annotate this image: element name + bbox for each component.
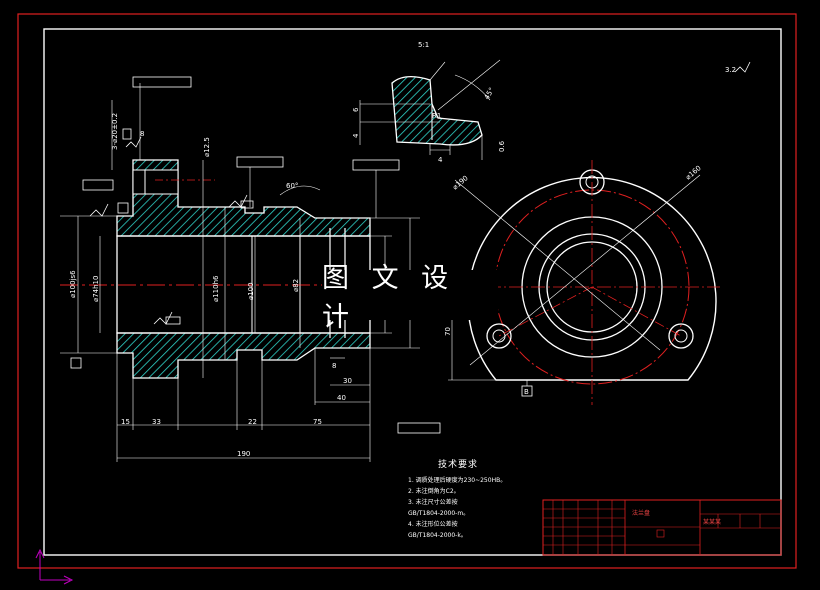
tech-requirement-item: 4. 未注形位公差按 [408, 521, 458, 528]
dim-12-5: ⌀12.5 [203, 137, 211, 157]
dim-100js6: ⌀100js6 [69, 270, 77, 298]
roughness-symbol [125, 136, 142, 148]
datum-box [70, 357, 82, 369]
dim-74: ⌀74h10 [92, 276, 100, 302]
dim-190: 190 [237, 450, 250, 458]
tolerance-frame [352, 159, 400, 171]
dim-0-6: 0.6 [498, 140, 506, 152]
roughness-symbol [153, 311, 173, 325]
dim-40: 40 [337, 394, 346, 402]
dim-30: 30 [343, 377, 352, 385]
flange-hole [132, 169, 179, 195]
tolerance-frame [82, 179, 114, 191]
tech-requirement-item: GB/T1804-2000-m。 [408, 510, 470, 517]
roughness-symbol [89, 203, 109, 217]
roughness-symbol [734, 61, 751, 73]
tech-requirements-title: 技术要求 [438, 460, 479, 470]
bolt-hole [668, 323, 694, 349]
tech-requirement-item: 1. 调质处理后硬度为230~250HB。 [408, 477, 507, 484]
sheet-inner-border [43, 28, 782, 556]
tolerance-frame [236, 156, 284, 168]
tech-requirement-item: GB/T1804-2000-k。 [408, 532, 467, 539]
sheet-outer-border [17, 13, 797, 569]
title-block-part-name: 法兰盘 [632, 510, 651, 517]
dim-8b: 8 [140, 130, 144, 138]
datum-box [117, 202, 129, 214]
pcd-160: ⌀160 [684, 164, 703, 181]
tech-requirements: 技术要求 1. 调质处理后硬度为230~250HB。 2. 未注倒角为C2。 3… [408, 460, 506, 541]
watermark: 图 文 设 计 [322, 263, 498, 333]
dim-33: 33 [152, 418, 161, 426]
dim-45: 45° [483, 86, 496, 101]
dim-4b: 4 [438, 156, 443, 164]
pcd-190: ⌀190 [451, 174, 470, 191]
dim-r1: R1 [432, 112, 441, 120]
dim-60deg: 60° [286, 182, 298, 190]
title-block-unit: 某某某 [703, 519, 722, 526]
dim-8a: 8 [332, 362, 336, 370]
dim-22: 22 [248, 418, 257, 426]
roughness-default: 3.2 [725, 66, 736, 74]
detail-hatch [391, 76, 483, 146]
tolerance-frame [397, 422, 441, 434]
bolt-hole [486, 323, 512, 349]
dim-70: 70 [444, 327, 452, 336]
roughness-symbol [228, 194, 248, 208]
title-block [542, 499, 782, 556]
dim-3x20: 3-⌀20±0.2 [111, 113, 119, 150]
ucs-icon [35, 548, 74, 585]
tech-requirement-item: 2. 未注倒角为C2。 [408, 488, 460, 495]
section-hatch-bottom [116, 332, 371, 379]
dim-15: 15 [121, 418, 130, 426]
dim-82: ⌀82 [292, 279, 300, 292]
detail-scale: 5:1 [418, 41, 429, 49]
dim-6: 6 [352, 107, 360, 112]
tolerance-frame [132, 76, 192, 88]
dim-4a: 4 [352, 133, 360, 138]
dim-110: ⌀110h6 [212, 275, 220, 302]
tech-requirement-item: 3. 未注尺寸公差按 [408, 499, 458, 506]
dim-100: ⌀100 [247, 282, 255, 300]
datum-label: B [524, 388, 529, 396]
dim-75: 75 [313, 418, 322, 426]
detail-view [359, 59, 501, 160]
